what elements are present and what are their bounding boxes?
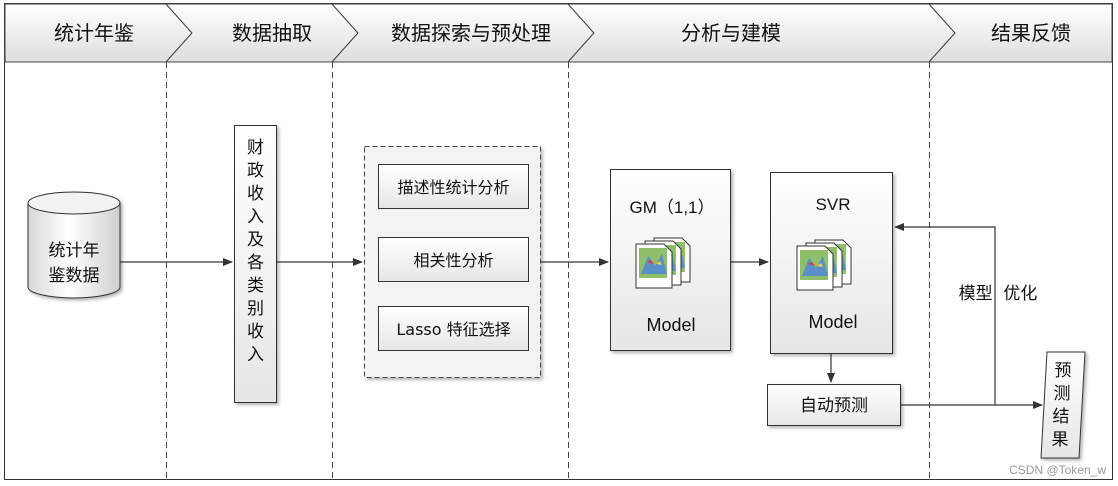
stage-header: 统计年鉴 数据抽取 数据探索与预处理 分析与建模 结果反馈 <box>4 3 1113 63</box>
svr-model-icon <box>796 239 852 291</box>
svg-text:入: 入 <box>247 207 264 227</box>
database-label-line2: 鉴数据 <box>49 266 100 286</box>
correlation-label: 相关性分析 <box>413 251 493 270</box>
connectors <box>120 223 1043 409</box>
extract-box <box>234 125 277 403</box>
auto-predict-box <box>767 384 901 426</box>
stage-label-yearbook: 统计年鉴 <box>54 21 134 45</box>
correlation-box <box>378 237 529 282</box>
stage-label-extraction: 数据抽取 <box>232 21 312 45</box>
feedback-loop <box>894 223 996 405</box>
svg-text:收: 收 <box>247 322 264 342</box>
svr-model-title: SVR <box>816 195 851 214</box>
gm-model-title: GM（1,1） <box>629 198 714 217</box>
feedback-label: 模型 优化 <box>959 284 1038 304</box>
descriptive-stats-box <box>378 164 529 209</box>
watermark: CSDN @Token_w <box>1009 463 1106 477</box>
database-label-line1: 统计年 <box>49 241 100 261</box>
svg-text:类: 类 <box>247 276 264 296</box>
stage-label-feedback: 结果反馈 <box>991 21 1071 45</box>
gm-model-label: Model <box>646 315 695 335</box>
svg-text:财: 财 <box>247 138 264 158</box>
svr-model-label: Model <box>808 312 857 332</box>
result-label: 预 测 结 果 <box>1052 361 1072 450</box>
lasso-box <box>378 306 529 351</box>
database-cylinder <box>27 191 121 299</box>
svg-text:及: 及 <box>247 230 264 250</box>
svg-text:各: 各 <box>247 253 264 273</box>
stage-label-modeling: 分析与建模 <box>681 21 781 45</box>
svg-text:预: 预 <box>1055 361 1072 381</box>
lasso-label: Lasso 特征选择 <box>396 320 510 339</box>
result-parallelogram <box>1040 351 1086 459</box>
diagram-border <box>4 3 1113 480</box>
svg-text:政: 政 <box>247 161 264 181</box>
svg-text:结: 结 <box>1053 407 1070 427</box>
svg-text:果: 果 <box>1052 430 1069 450</box>
svg-text:别: 别 <box>247 299 264 319</box>
auto-predict-label: 自动预测 <box>800 396 868 416</box>
stage-label-exploration: 数据探索与预处理 <box>391 21 551 45</box>
descriptive-stats-label: 描述性统计分析 <box>397 178 509 197</box>
gm-model-icon <box>635 237 691 289</box>
stage-arrow-5 <box>927 3 1113 63</box>
svg-text:测: 测 <box>1054 384 1071 404</box>
extract-label: 财 政 收 入 及 各 类 别 收 入 <box>247 138 264 365</box>
svg-text:入: 入 <box>247 345 264 365</box>
svg-text:收: 收 <box>247 184 264 204</box>
